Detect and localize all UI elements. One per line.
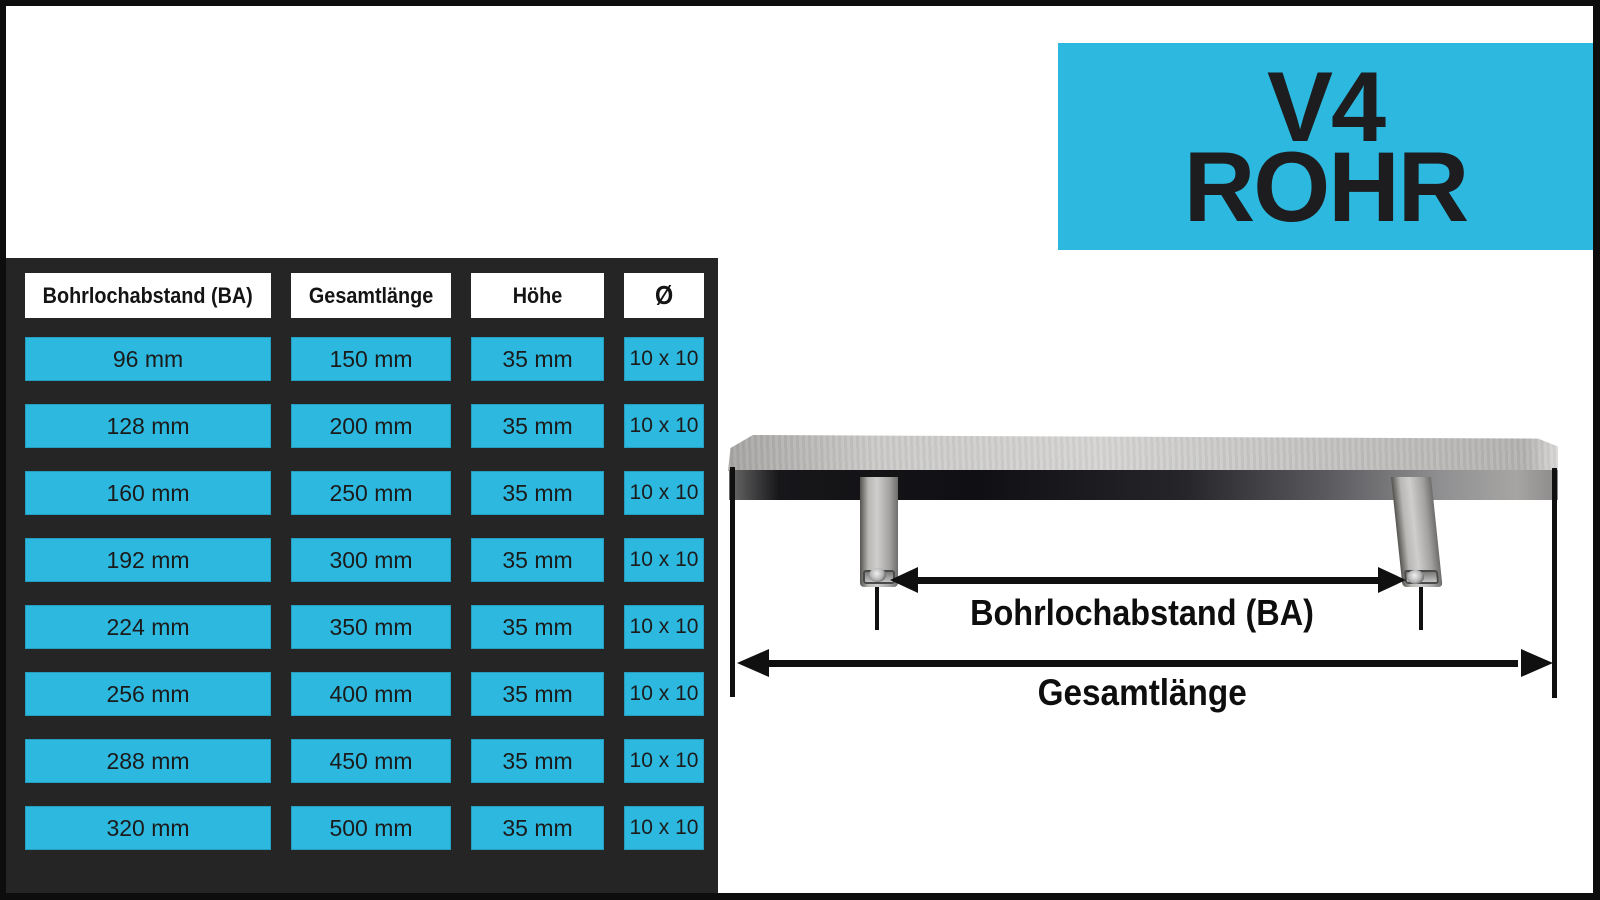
table-cell: 10 x 10	[624, 672, 704, 716]
extension-line-left	[730, 467, 735, 697]
table-row: 192 mm 300 mm 35 mm 10 x 10	[25, 538, 718, 582]
page-frame-left	[0, 0, 6, 900]
left-screw-icon	[869, 568, 886, 582]
table-header-row: Bohrlochabstand (BA) Gesamtlänge Höhe Ø	[25, 273, 718, 318]
column-header-hoehe: Höhe	[471, 273, 604, 318]
table-cell: 350 mm	[291, 605, 451, 649]
table-cell: 10 x 10	[624, 806, 704, 850]
table-row: 128 mm 200 mm 35 mm 10 x 10	[25, 404, 718, 448]
table-cell: 224 mm	[25, 605, 271, 649]
table-cell: 35 mm	[471, 739, 604, 783]
table-row: 160 mm 250 mm 35 mm 10 x 10	[25, 471, 718, 515]
table-cell: 450 mm	[291, 739, 451, 783]
ba-arrowhead-right-icon	[1378, 567, 1406, 593]
table-cell: 35 mm	[471, 538, 604, 582]
ba-label: Bohrlochabstand (BA)	[970, 592, 1314, 633]
table-cell: 35 mm	[471, 471, 604, 515]
table-cell: 35 mm	[471, 337, 604, 381]
spec-table-panel: Bohrlochabstand (BA) Gesamtlänge Höhe Ø …	[0, 258, 718, 900]
total-length-label: Gesamtlänge	[1037, 672, 1247, 713]
table-cell: 160 mm	[25, 471, 271, 515]
table-cell: 35 mm	[471, 605, 604, 649]
drop-line-left	[875, 556, 879, 630]
table-cell: 400 mm	[291, 672, 451, 716]
column-header-diameter: Ø	[624, 273, 704, 318]
table-cell: 320 mm	[25, 806, 271, 850]
table-row: 256 mm 400 mm 35 mm 10 x 10	[25, 672, 718, 716]
ba-arrowhead-left-icon	[890, 567, 918, 593]
handle-bar-front-face	[729, 470, 1558, 500]
table-cell: 10 x 10	[624, 739, 704, 783]
table-row: 96 mm 150 mm 35 mm 10 x 10	[25, 337, 718, 381]
table-cell: 200 mm	[291, 404, 451, 448]
table-cell: 35 mm	[471, 404, 604, 448]
page-frame-bottom	[0, 893, 1600, 900]
table-cell: 35 mm	[471, 806, 604, 850]
brand-line-v4: V4	[1266, 51, 1386, 163]
column-header-bohrlochabstand: Bohrlochabstand (BA)	[25, 273, 271, 318]
table-cell: 192 mm	[25, 538, 271, 582]
table-cell: 10 x 10	[624, 471, 704, 515]
table-cell: 288 mm	[25, 739, 271, 783]
table-cell: 300 mm	[291, 538, 451, 582]
total-length-arrowhead-left-icon	[737, 649, 769, 677]
table-row: 320 mm 500 mm 35 mm 10 x 10	[25, 806, 718, 850]
table-cell: 128 mm	[25, 404, 271, 448]
page-frame-top	[0, 0, 1600, 6]
total-length-arrowhead-right-icon	[1521, 649, 1553, 677]
table-cell: 500 mm	[291, 806, 451, 850]
table-cell: 96 mm	[25, 337, 271, 381]
ba-arrow-shaft	[914, 577, 1382, 584]
column-header-gesamtlaenge: Gesamtlänge	[291, 273, 451, 318]
table-cell: 256 mm	[25, 672, 271, 716]
drop-line-right	[1419, 560, 1423, 630]
right-screw-icon	[1407, 570, 1424, 584]
table-cell: 35 mm	[471, 672, 604, 716]
table-cell: 10 x 10	[624, 404, 704, 448]
table-cell: 250 mm	[291, 471, 451, 515]
table-cell: 150 mm	[291, 337, 451, 381]
brand-line-rohr: ROHR	[1183, 130, 1469, 242]
extension-line-right	[1552, 468, 1557, 698]
handle-bar-top-face	[728, 435, 1558, 471]
page-frame-right	[1593, 0, 1600, 900]
table-row: 288 mm 450 mm 35 mm 10 x 10	[25, 739, 718, 783]
table-cell: 10 x 10	[624, 605, 704, 649]
table-cell: 10 x 10	[624, 538, 704, 582]
table-row: 224 mm 350 mm 35 mm 10 x 10	[25, 605, 718, 649]
brand-box: V4 ROHR	[1058, 43, 1593, 250]
total-length-arrow-shaft	[766, 660, 1518, 667]
table-cell: 10 x 10	[624, 337, 704, 381]
